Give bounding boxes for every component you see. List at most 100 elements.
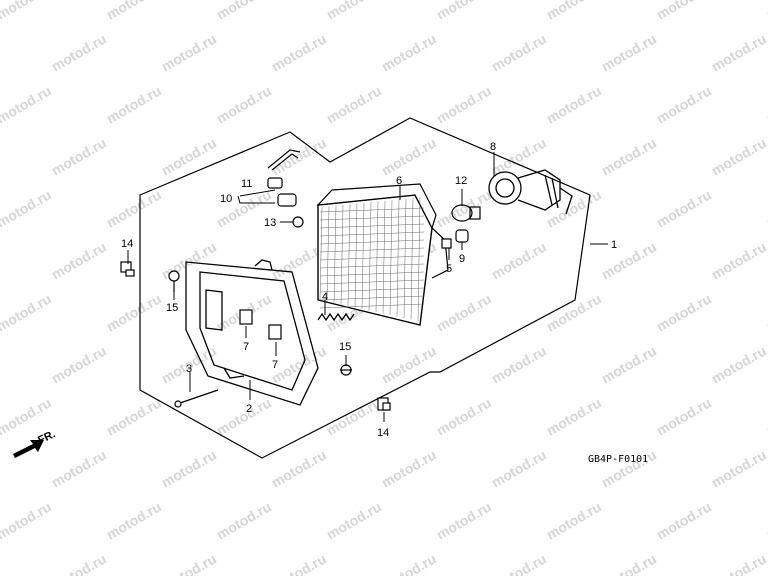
- callout-13: 13: [264, 217, 276, 229]
- watermark-text: motod.ru: [599, 342, 660, 386]
- diagram-code: GB4P-F0101: [588, 454, 648, 465]
- watermark-text: motod.ru: [544, 394, 605, 438]
- watermark-text: motod.ru: [544, 498, 605, 542]
- watermark-text: motod.ru: [599, 134, 660, 178]
- watermark-text: motod.ru: [104, 82, 165, 126]
- watermark-text: motod.ru: [104, 394, 165, 438]
- callout-15a: 15: [166, 302, 178, 314]
- watermark-text: motod.ru: [544, 186, 605, 230]
- watermark-text: motod.ru: [324, 498, 385, 542]
- watermark-text: motod.ru: [379, 342, 440, 386]
- watermark-text: motod.ru: [709, 550, 768, 576]
- watermark-text: motod.ru: [269, 134, 330, 178]
- lens-grid-line: [368, 202, 372, 311]
- watermark-text: motod.ru: [104, 186, 165, 230]
- watermark-text: motod.ru: [269, 30, 330, 74]
- callout-5: 5: [446, 263, 452, 275]
- watermark-text: motod.ru: [379, 134, 440, 178]
- watermark-text: motod.ru: [49, 238, 110, 282]
- bulb-socket: [488, 169, 573, 215]
- callout-10: 10: [220, 193, 232, 205]
- watermark-text: motod.ru: [214, 82, 275, 126]
- watermark-text: motod.ru: [324, 82, 385, 126]
- callout-4: 4: [322, 291, 328, 303]
- screw: [340, 364, 352, 376]
- lens-grid-line: [417, 197, 421, 322]
- watermark-text: motod.ru: [49, 550, 110, 576]
- lens-grid-line: [319, 223, 425, 229]
- watermark-text: motod.ru: [324, 0, 385, 23]
- watermark-text: motod.ru: [159, 238, 220, 282]
- lens-grid-line: [319, 279, 425, 285]
- watermark-text: motod.ru: [654, 498, 715, 542]
- watermark-text: motod.ru: [599, 238, 660, 282]
- position-lamp-socket: [267, 149, 301, 207]
- callout-11: 11: [241, 178, 252, 190]
- watermark-text: motod.ru: [49, 134, 110, 178]
- watermark-text: motod.ru: [764, 0, 768, 23]
- watermark-text: motod.ru: [709, 30, 768, 74]
- watermark-text: motod.ru: [434, 498, 495, 542]
- callout-8: 8: [490, 141, 496, 153]
- watermark-text: motod.ru: [489, 446, 550, 490]
- callout-3: 3: [186, 363, 192, 375]
- lens-grid-line: [382, 200, 386, 314]
- lens-grid-line: [410, 197, 414, 320]
- watermark-text: motod.ru: [214, 498, 275, 542]
- position-lamp-bulb: [292, 216, 304, 228]
- callout-7a: 7: [243, 341, 249, 353]
- watermark-text: motod.ru: [434, 0, 495, 23]
- lens-grid-line: [319, 247, 425, 253]
- watermark-text: motod.ru: [544, 82, 605, 126]
- lens-grid-line: [319, 271, 425, 277]
- watermark-text: motod.ru: [434, 186, 495, 230]
- callout-14a: 14: [121, 238, 133, 250]
- callout-15b: 15: [339, 341, 351, 353]
- callout-14b: 14: [377, 427, 389, 439]
- long-screw: [174, 389, 219, 408]
- mount-clip: [268, 324, 282, 340]
- watermark-text: motod.ru: [159, 446, 220, 490]
- adjusting-spring: [317, 312, 355, 322]
- watermark-text: motod.ru: [654, 82, 715, 126]
- headlight-lens-unit: [316, 183, 449, 326]
- watermark-text: motod.ru: [434, 290, 495, 334]
- lens-grid-line: [319, 231, 425, 237]
- watermark-text: motod.ru: [654, 394, 715, 438]
- watermark-text: motod.ru: [214, 0, 275, 23]
- watermark-text: motod.ru: [489, 238, 550, 282]
- lens-grid-line: [319, 263, 425, 269]
- bolt: [120, 261, 135, 277]
- callout-2: 2: [246, 403, 252, 415]
- watermark-text: motod.ru: [269, 550, 330, 576]
- watermark-text: motod.ru: [654, 0, 715, 23]
- watermark-text: motod.ru: [764, 498, 768, 542]
- watermark-text: motod.ru: [489, 550, 550, 576]
- watermark-text: motod.ru: [0, 498, 54, 542]
- watermark-text: motod.ru: [434, 82, 495, 126]
- watermark-text: motod.ru: [214, 394, 275, 438]
- bolt: [377, 397, 391, 411]
- lens-grid-line: [319, 207, 425, 213]
- callout-9: 9: [459, 253, 465, 265]
- watermark-text: motod.ru: [379, 30, 440, 74]
- lens-grid-line: [354, 203, 358, 308]
- watermark-text: motod.ru: [159, 30, 220, 74]
- lens-grid-line: [333, 205, 337, 304]
- watermark-text: motod.ru: [709, 134, 768, 178]
- lens-grid-line: [319, 287, 425, 293]
- watermark-text: motod.ru: [709, 342, 768, 386]
- watermark-text: motod.ru: [104, 0, 165, 23]
- watermark-text: motod.ru: [159, 550, 220, 576]
- headlight-rim: [185, 259, 319, 406]
- watermark-text: motod.ru: [0, 290, 54, 334]
- callout-7b: 7: [272, 359, 278, 371]
- callout-1: 1: [611, 239, 617, 251]
- watermark-text: motod.ru: [104, 290, 165, 334]
- screw: [168, 270, 180, 292]
- lens-grid-line: [375, 201, 379, 313]
- watermark-text: motod.ru: [599, 550, 660, 576]
- mount-clip: [239, 309, 253, 325]
- watermark-text: motod.ru: [764, 82, 768, 126]
